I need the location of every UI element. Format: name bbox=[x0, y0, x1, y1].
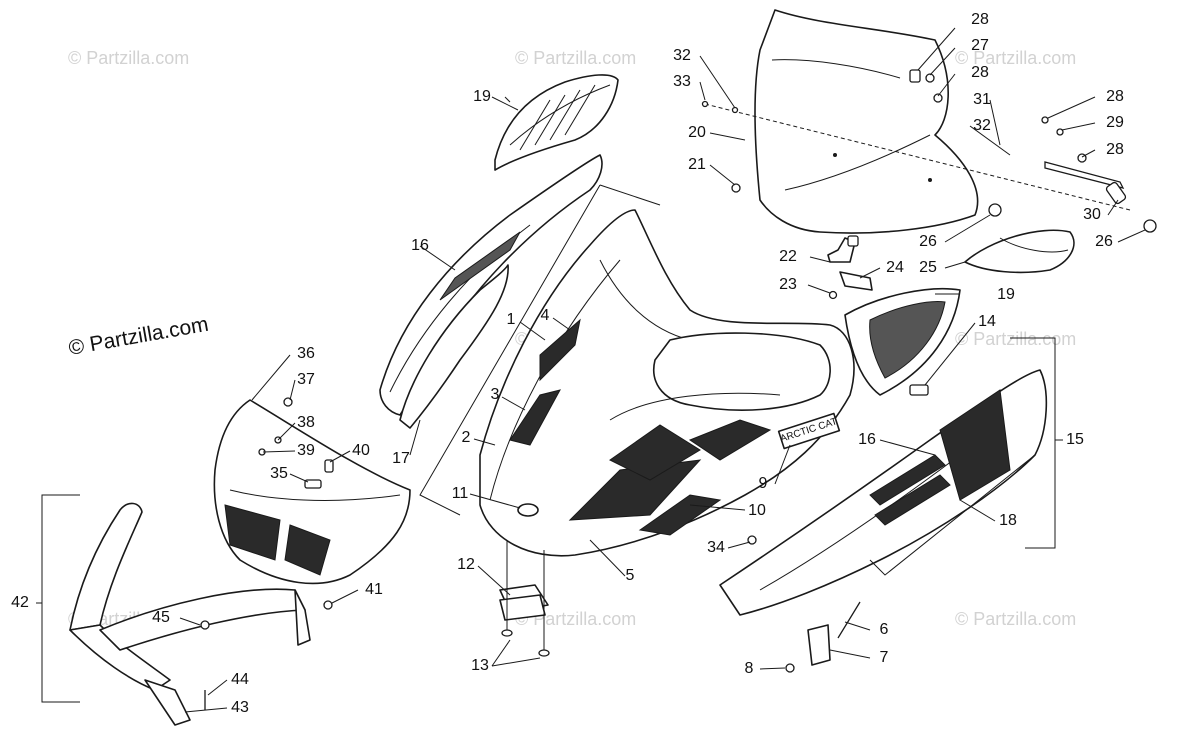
callout-27: 27 bbox=[971, 37, 989, 54]
watermark: © Partzilla.com bbox=[955, 48, 1076, 68]
callout-38: 38 bbox=[297, 414, 315, 431]
windshield-bracket bbox=[827, 235, 873, 300]
nose-pan bbox=[213, 397, 411, 610]
hood: ARCTIC CAT bbox=[479, 209, 855, 557]
callout-3: 3 bbox=[491, 386, 500, 403]
callout-10: 10 bbox=[748, 502, 766, 519]
callout-19-left: 19 bbox=[473, 88, 491, 105]
callout-35: 35 bbox=[270, 465, 288, 482]
callout-31: 31 bbox=[973, 91, 991, 108]
callout-5: 5 bbox=[626, 567, 635, 584]
watermark: © Partzilla.com bbox=[955, 609, 1076, 629]
callout-45: 45 bbox=[152, 609, 170, 626]
callout-1: 1 bbox=[507, 311, 516, 328]
callout-8: 8 bbox=[745, 660, 754, 677]
callout-16-right: 16 bbox=[858, 431, 876, 448]
callout-42: 42 bbox=[11, 594, 29, 611]
callout-28-c: 28 bbox=[1106, 88, 1124, 105]
callout-43: 43 bbox=[231, 699, 249, 716]
callout-16-left: 16 bbox=[411, 237, 429, 254]
callout-25: 25 bbox=[919, 259, 937, 276]
windshield-hardware bbox=[701, 69, 1157, 233]
callout-labels: 1 2 3 4 5 6 7 8 9 10 11 12 13 14 15 16 1… bbox=[11, 11, 1124, 716]
callout-24: 24 bbox=[886, 259, 904, 276]
callout-7: 7 bbox=[880, 649, 889, 666]
leader-lines bbox=[36, 27, 1146, 713]
hood-frame-line bbox=[599, 184, 661, 206]
callout-22: 22 bbox=[779, 248, 797, 265]
hood-hinge bbox=[499, 540, 550, 657]
windshield-rod-line bbox=[704, 103, 1131, 211]
callout-36: 36 bbox=[297, 345, 315, 362]
callout-30: 30 bbox=[1083, 206, 1101, 223]
callout-40: 40 bbox=[352, 442, 370, 459]
vent-cover-top bbox=[494, 74, 619, 171]
windshield bbox=[754, 9, 979, 234]
watermark-main: © Partzilla.com bbox=[67, 313, 210, 360]
callout-29: 29 bbox=[1106, 114, 1124, 131]
callout-15: 15 bbox=[1066, 431, 1084, 448]
callout-14: 14 bbox=[978, 313, 996, 330]
callout-32-right: 32 bbox=[973, 117, 991, 134]
callout-41: 41 bbox=[365, 581, 383, 598]
callout-34: 34 bbox=[707, 539, 725, 556]
callout-18: 18 bbox=[999, 512, 1017, 529]
side-panel bbox=[719, 369, 1048, 616]
callout-9: 9 bbox=[759, 475, 768, 492]
watermark: © Partzilla.com bbox=[68, 48, 189, 68]
callout-11: 11 bbox=[452, 485, 469, 502]
callout-37: 37 bbox=[297, 371, 315, 388]
callout-26-right: 26 bbox=[1095, 233, 1113, 250]
callout-28-d: 28 bbox=[1106, 141, 1124, 158]
callout-32-left: 32 bbox=[673, 47, 691, 64]
callout-26-left: 26 bbox=[919, 233, 937, 250]
callout-20: 20 bbox=[688, 124, 706, 141]
watermark: © Partzilla.com bbox=[955, 329, 1076, 349]
callout-23: 23 bbox=[779, 276, 797, 293]
hood-frame-line bbox=[419, 184, 601, 516]
callout-12: 12 bbox=[457, 556, 475, 573]
callout-44: 44 bbox=[231, 671, 249, 688]
wind-deflector bbox=[964, 229, 1075, 274]
callout-28-a: 28 bbox=[971, 11, 989, 28]
side-trim-upper bbox=[379, 154, 603, 429]
callout-2: 2 bbox=[462, 429, 471, 446]
callout-17: 17 bbox=[392, 450, 410, 467]
callout-4: 4 bbox=[541, 307, 550, 324]
watermark: © Partzilla.com bbox=[515, 48, 636, 68]
callout-13: 13 bbox=[471, 657, 489, 674]
side-panel-bracket bbox=[785, 601, 861, 673]
callout-33: 33 bbox=[673, 73, 691, 90]
front-bumper bbox=[69, 502, 311, 726]
callout-6: 6 bbox=[880, 621, 889, 638]
callout-28-b: 28 bbox=[971, 64, 989, 81]
vent-cover-right bbox=[844, 287, 961, 396]
callout-21: 21 bbox=[688, 156, 706, 173]
callout-39: 39 bbox=[297, 442, 315, 459]
callout-19-right: 19 bbox=[997, 286, 1015, 303]
